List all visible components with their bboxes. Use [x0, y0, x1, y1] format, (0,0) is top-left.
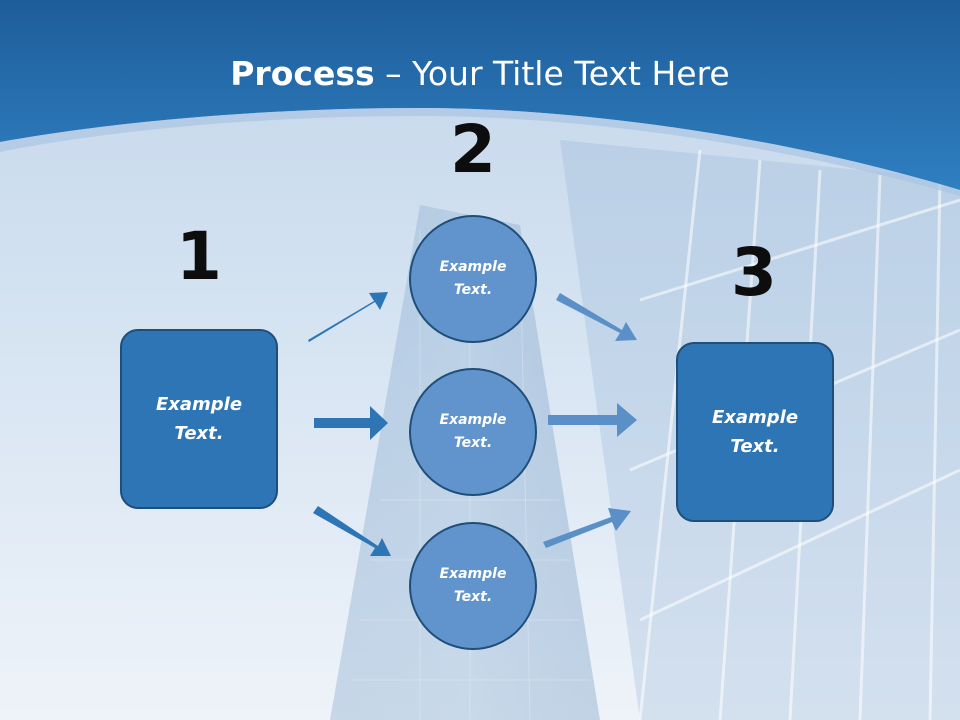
step-1-label: Example Text.: [155, 394, 243, 444]
arrows-to-step-2: [308, 292, 391, 556]
arrow-up-right-2: [543, 508, 631, 548]
arrow-down-right-2: [556, 293, 637, 341]
step-1-box[interactable]: Example Text.: [120, 329, 278, 509]
arrows-to-step-3: [543, 293, 637, 548]
step-2-circle-bottom[interactable]: Example Text.: [409, 522, 537, 650]
header-band: [0, 0, 960, 190]
arrow-down-right-1: [313, 506, 391, 556]
step-2-label-middle: Example Text.: [439, 412, 507, 451]
step-2-circle-middle[interactable]: Example Text.: [409, 368, 537, 496]
step-number-2: 2: [450, 111, 496, 188]
step-number-1: 1: [176, 218, 222, 295]
step-3-label: Example Text.: [711, 407, 799, 457]
step-number-3: 3: [731, 234, 777, 311]
step-2-circle-top[interactable]: Example Text.: [409, 215, 537, 343]
title-rest: – Your Title Text Here: [374, 54, 730, 93]
step-2-label-top: Example Text.: [439, 259, 507, 298]
arrow-right-1: [314, 406, 388, 440]
slide-title: Process – Your Title Text Here: [0, 52, 960, 96]
arrow-right-2: [548, 403, 637, 437]
step-3-box[interactable]: Example Text.: [676, 342, 834, 522]
step-2-label-bottom: Example Text.: [439, 566, 507, 605]
arrow-up-right-1: [308, 292, 388, 342]
title-bold: Process: [230, 54, 375, 93]
